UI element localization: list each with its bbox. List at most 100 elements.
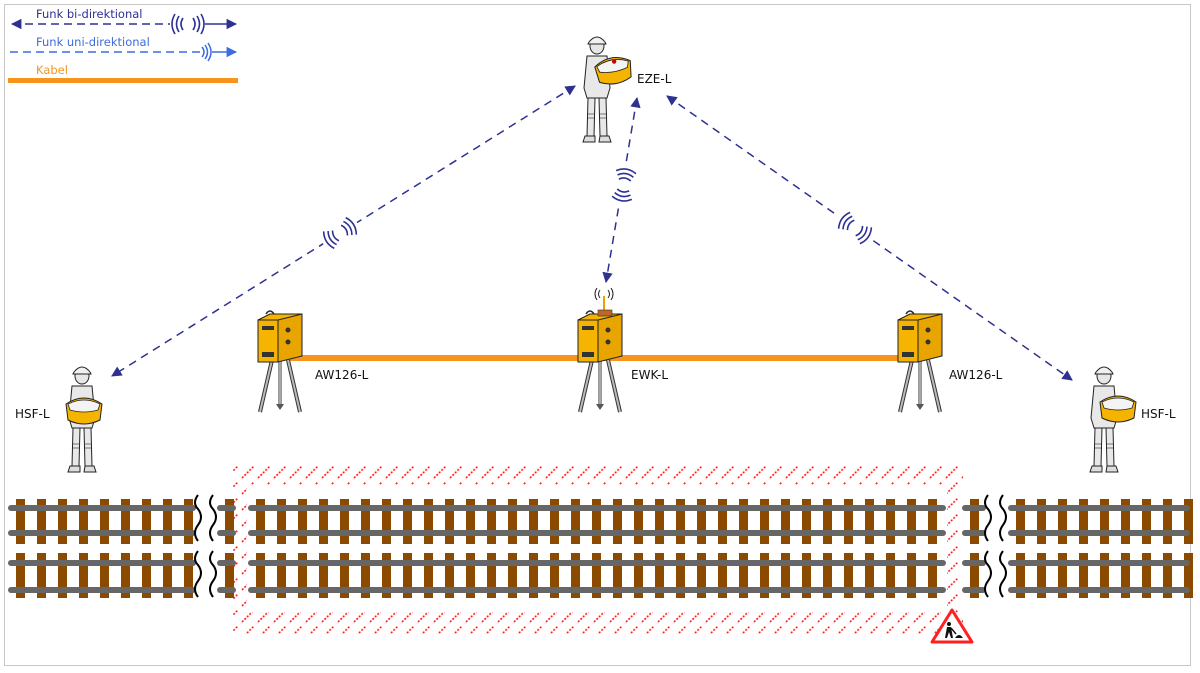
eze-operator[interactable] [582, 36, 635, 143]
sleeper [1079, 553, 1088, 598]
sleeper [466, 499, 475, 544]
road-works-warning-icon [930, 608, 974, 644]
rail [1008, 530, 1190, 536]
rail [962, 530, 986, 536]
sleeper [1058, 553, 1067, 598]
sleeper [100, 553, 109, 598]
sleeper [466, 553, 475, 598]
sleeper [760, 499, 769, 544]
eze-controller-icon [593, 54, 635, 88]
sleeper [298, 499, 307, 544]
sleeper [79, 553, 88, 598]
rail [217, 530, 236, 536]
track-break-left [194, 494, 217, 598]
sleeper [592, 553, 601, 598]
sleeper [424, 499, 433, 544]
sleeper [1184, 553, 1193, 598]
sleeper [277, 553, 286, 598]
rail [217, 587, 236, 593]
radio-waves-icon [201, 42, 212, 62]
sleeper [340, 553, 349, 598]
sleeper [58, 553, 67, 598]
sleeper [1142, 553, 1151, 598]
legend: Funk bi-direktional Funk uni-direktional… [8, 7, 238, 83]
sleeper [613, 499, 622, 544]
track-1 [8, 499, 1193, 544]
sleeper [142, 499, 151, 544]
sleeper [550, 499, 559, 544]
node-label-ewk: EWK-L [631, 368, 668, 382]
sleeper [445, 499, 454, 544]
sleeper [225, 499, 234, 544]
rail [1008, 560, 1190, 566]
radio-waves-icon [317, 213, 363, 253]
sleeper [697, 499, 706, 544]
diagram-frame [4, 4, 1191, 666]
sleeper [508, 553, 517, 598]
rail [8, 560, 196, 566]
radio-waves-icon [610, 163, 638, 207]
sleeper [760, 553, 769, 598]
aw126-device-left[interactable] [257, 310, 303, 414]
worksite-zone [233, 463, 963, 634]
cable-swatch [8, 78, 238, 83]
ewk-device[interactable] [577, 287, 623, 414]
rail [8, 587, 196, 593]
legend-item-radio-unidirectional: Funk uni-direktional [10, 35, 238, 62]
sleeper [739, 499, 748, 544]
legend-label-cable: Kabel [36, 63, 68, 77]
aw126-device-right[interactable] [897, 310, 943, 414]
sleeper [361, 499, 370, 544]
sleeper [121, 499, 130, 544]
sleeper [970, 499, 979, 544]
sleeper [844, 499, 853, 544]
sleeper [718, 553, 727, 598]
radio-link-eze-ewk [602, 96, 641, 284]
sleeper [676, 553, 685, 598]
sleeper [970, 553, 979, 598]
sleeper [1037, 553, 1046, 598]
sleeper [823, 553, 832, 598]
track-break-right [984, 494, 1007, 598]
rail [248, 505, 946, 511]
sleeper [16, 499, 25, 544]
sleeper [907, 499, 916, 544]
sleeper [487, 499, 496, 544]
sleeper [361, 553, 370, 598]
rail [1008, 587, 1190, 593]
sleeper [382, 553, 391, 598]
sleeper [886, 553, 895, 598]
sleeper [58, 499, 67, 544]
sleeper [697, 553, 706, 598]
sleeper [1037, 499, 1046, 544]
legend-item-radio-bidirectional: Funk bi-direktional [10, 7, 238, 35]
sleeper [142, 553, 151, 598]
railway-tracks [8, 499, 1193, 598]
sleeper [823, 499, 832, 544]
sleeper [508, 499, 517, 544]
sleeper [613, 553, 622, 598]
sleeper [781, 553, 790, 598]
sleeper [781, 499, 790, 544]
sleeper [319, 499, 328, 544]
sleeper [592, 499, 601, 544]
sleeper [928, 553, 937, 598]
sleeper [529, 553, 538, 598]
rail [248, 587, 946, 593]
radio-link-eze-hsf-left [111, 85, 576, 377]
sleeper [403, 499, 412, 544]
hsf-operator-right[interactable] [1089, 366, 1137, 473]
hsf-handset-icon [65, 397, 103, 425]
sleeper [403, 553, 412, 598]
sleeper [676, 499, 685, 544]
sleeper [184, 499, 193, 544]
hsf-operator-left[interactable] [65, 366, 103, 473]
sleeper [121, 553, 130, 598]
sleeper [1142, 499, 1151, 544]
sleeper [1163, 499, 1172, 544]
rail [962, 587, 986, 593]
sleeper [529, 499, 538, 544]
sleeper [802, 553, 811, 598]
sleeper [16, 553, 25, 598]
